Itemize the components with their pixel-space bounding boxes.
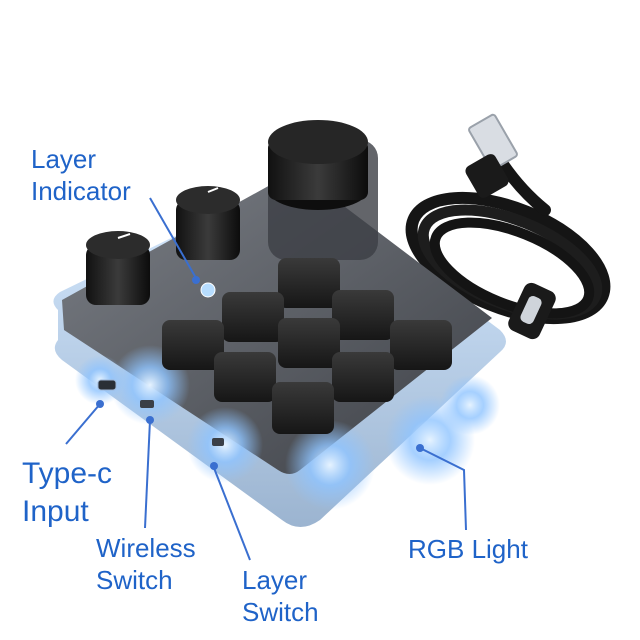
label-line: Wireless bbox=[96, 533, 196, 563]
label-line: Layer bbox=[242, 565, 308, 595]
label-line: RGB Light bbox=[408, 534, 528, 564]
callout-layer-indicator bbox=[149, 197, 197, 279]
label-layer-switch: Layer Switch bbox=[242, 564, 319, 628]
callout-wireless bbox=[144, 419, 151, 529]
keycap bbox=[332, 352, 394, 402]
rgb-led-glow bbox=[285, 420, 375, 510]
keycap bbox=[222, 292, 284, 342]
keycap bbox=[332, 290, 394, 340]
callout-lines bbox=[65, 197, 467, 561]
knob-medium bbox=[176, 186, 240, 260]
knob-large bbox=[268, 120, 378, 260]
callout-rgb bbox=[419, 447, 467, 531]
callout-layer-switch bbox=[213, 467, 251, 561]
label-line: Layer bbox=[31, 144, 97, 174]
keycap bbox=[272, 382, 334, 434]
macro-keypad bbox=[53, 120, 507, 527]
rgb-led-glow bbox=[187, 407, 263, 483]
keycap bbox=[214, 352, 276, 402]
layer-switch bbox=[212, 438, 224, 446]
keycap bbox=[390, 320, 452, 370]
label-line: Indicator bbox=[31, 176, 131, 206]
label-line: Switch bbox=[96, 565, 173, 595]
rgb-led-glow bbox=[440, 375, 500, 435]
layer-indicator-led bbox=[200, 282, 216, 298]
callout-typec bbox=[65, 403, 101, 445]
usb-a-plug-icon bbox=[465, 113, 518, 198]
label-line: Switch bbox=[242, 597, 319, 627]
label-layer-indicator: Layer Indicator bbox=[31, 143, 131, 207]
keycap bbox=[278, 258, 340, 308]
keycap bbox=[278, 318, 340, 368]
label-line: Type-c bbox=[22, 457, 113, 490]
keycap-grid bbox=[162, 258, 452, 434]
label-rgb-light: RGB Light bbox=[408, 533, 528, 565]
label-line: Input bbox=[22, 495, 89, 528]
keycap bbox=[162, 320, 224, 370]
label-wireless-switch: Wireless Switch bbox=[96, 532, 196, 596]
label-typec-input: Type-c Input bbox=[22, 455, 112, 531]
callout-dots bbox=[96, 276, 424, 470]
wireless-switch bbox=[140, 400, 154, 408]
usb-cable bbox=[405, 113, 611, 340]
knob-small bbox=[86, 231, 150, 305]
usb-c-port bbox=[97, 379, 117, 391]
usb-c-plug-icon bbox=[508, 282, 556, 340]
